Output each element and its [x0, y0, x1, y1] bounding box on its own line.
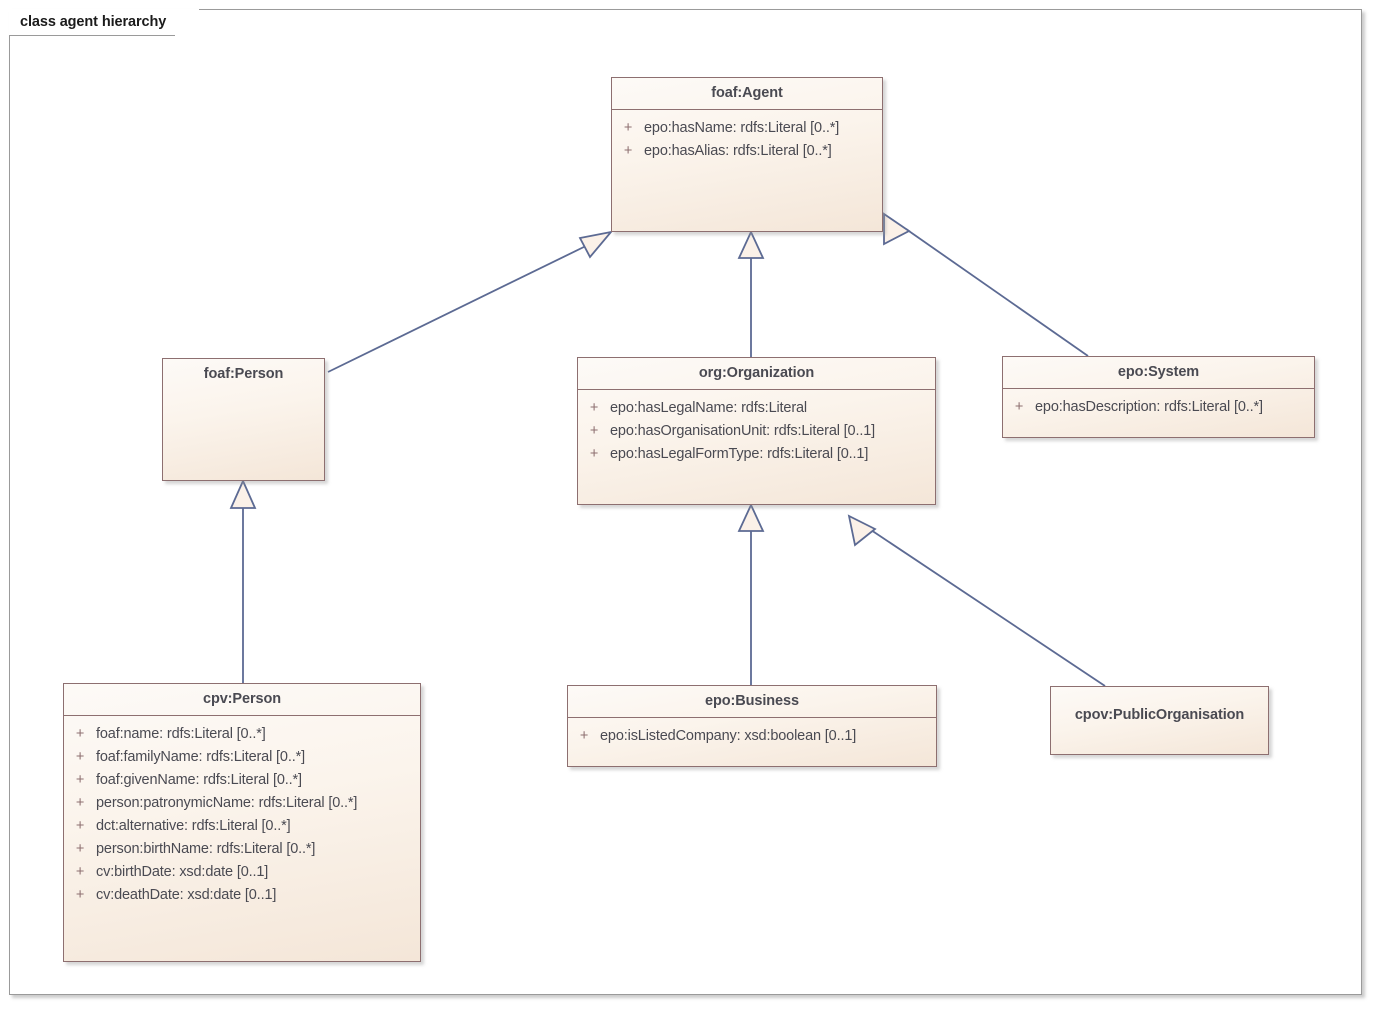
attribute-signature: epo:hasOrganisationUnit: rdfs:Literal [0…: [610, 423, 876, 439]
attribute-signature: foaf:givenName: rdfs:Literal [0..*]: [96, 772, 302, 788]
attribute-visibility: +: [75, 864, 85, 880]
attribute-signature: epo:isListedCompany: xsd:boolean [0..1]: [600, 728, 857, 744]
class-compartment-divider: [578, 389, 935, 390]
class-attributes-epo-business: + epo:isListedCompany: xsd:boolean [0..1…: [568, 718, 936, 754]
attribute-signature: cv:deathDate: xsd:date [0..1]: [96, 887, 277, 903]
class-attribute: + epo:hasName: rdfs:Literal [0..*]: [612, 117, 882, 140]
class-attribute: + foaf:givenName: rdfs:Literal [0..*]: [64, 769, 420, 792]
attribute-signature: foaf:name: rdfs:Literal [0..*]: [96, 726, 266, 742]
class-name-org-organization: org:Organization: [698, 365, 815, 381]
attribute-signature: epo:hasDescription: rdfs:Literal [0..*]: [1035, 399, 1263, 415]
class-compartment-divider: [568, 717, 936, 718]
attribute-visibility: +: [75, 818, 85, 834]
class-box-cpov-publicorganisation[interactable]: cpov:PublicOrganisation: [1050, 686, 1269, 755]
class-compartment-divider: [612, 109, 882, 110]
class-attribute: + epo:hasOrganisationUnit: rdfs:Literal …: [578, 420, 935, 443]
attribute-signature: epo:hasLegalFormType: rdfs:Literal [0..1…: [610, 446, 869, 462]
class-attribute: + epo:isListedCompany: xsd:boolean [0..1…: [568, 725, 936, 748]
class-name-epo-business: epo:Business: [705, 693, 799, 709]
attribute-visibility: +: [589, 400, 599, 416]
class-attribute: + dct:alternative: rdfs:Literal [0..*]: [64, 815, 420, 838]
class-compartment-divider: [64, 715, 420, 716]
attribute-visibility: +: [623, 143, 633, 159]
attribute-visibility: +: [75, 795, 85, 811]
attribute-signature: cv:birthDate: xsd:date [0..1]: [96, 864, 269, 880]
class-attributes-cpv-person: + foaf:name: rdfs:Literal [0..*] + foaf:…: [64, 716, 420, 913]
attribute-signature: epo:hasName: rdfs:Literal [0..*]: [644, 120, 840, 136]
diagram-title-label: class agent hierarchy: [20, 14, 167, 30]
class-attribute: + person:patronymicName: rdfs:Literal [0…: [64, 792, 420, 815]
class-name-epo-system: epo:System: [1117, 364, 1200, 380]
class-box-foaf-agent[interactable]: foaf:Agent + epo:hasName: rdfs:Literal […: [611, 77, 883, 232]
class-attribute: + cv:birthDate: xsd:date [0..1]: [64, 861, 420, 884]
attribute-signature: person:birthName: rdfs:Literal [0..*]: [96, 841, 316, 857]
class-name-foaf-agent: foaf:Agent: [711, 85, 783, 101]
class-box-foaf-person[interactable]: foaf:Person: [162, 358, 325, 481]
class-compartment-divider: [1003, 388, 1314, 389]
class-box-org-organization[interactable]: org:Organization + epo:hasLegalName: rdf…: [577, 357, 936, 505]
diagram-title-tab: class agent hierarchy: [9, 9, 200, 36]
attribute-signature: dct:alternative: rdfs:Literal [0..*]: [96, 818, 291, 834]
attribute-visibility: +: [75, 841, 85, 857]
diagram-tab-slant: [175, 9, 199, 36]
attribute-signature: person:patronymicName: rdfs:Literal [0..…: [96, 795, 358, 811]
attribute-visibility: +: [75, 749, 85, 765]
class-attribute: + person:birthName: rdfs:Literal [0..*]: [64, 838, 420, 861]
class-attributes-foaf-agent: + epo:hasName: rdfs:Literal [0..*] + epo…: [612, 110, 882, 169]
class-attributes-org-organization: + epo:hasLegalName: rdfs:Literal + epo:h…: [578, 390, 935, 472]
attribute-signature: epo:hasLegalName: rdfs:Literal: [610, 400, 808, 416]
class-attribute: + foaf:name: rdfs:Literal [0..*]: [64, 723, 420, 746]
attribute-signature: epo:hasAlias: rdfs:Literal [0..*]: [644, 143, 832, 159]
attribute-visibility: +: [589, 423, 599, 439]
class-name-foaf-person: foaf:Person: [203, 366, 284, 382]
class-attribute: + epo:hasAlias: rdfs:Literal [0..*]: [612, 140, 882, 163]
attribute-visibility: +: [75, 726, 85, 742]
class-name-cpov-publicorganisation: cpov:PublicOrganisation: [1074, 707, 1245, 723]
class-attribute: + cv:deathDate: xsd:date [0..1]: [64, 884, 420, 907]
class-box-epo-business[interactable]: epo:Business + epo:isListedCompany: xsd:…: [567, 685, 937, 767]
class-attribute: + epo:hasLegalName: rdfs:Literal: [578, 397, 935, 420]
attribute-visibility: +: [579, 728, 589, 744]
class-box-cpv-person[interactable]: cpv:Person + foaf:name: rdfs:Literal [0.…: [63, 683, 421, 962]
class-name-cpv-person: cpv:Person: [203, 691, 281, 707]
attribute-visibility: +: [1014, 399, 1024, 415]
class-box-epo-system[interactable]: epo:System + epo:hasDescription: rdfs:Li…: [1002, 356, 1315, 438]
class-attributes-epo-system: + epo:hasDescription: rdfs:Literal [0..*…: [1003, 389, 1314, 425]
attribute-visibility: +: [75, 887, 85, 903]
attribute-visibility: +: [589, 446, 599, 462]
attribute-signature: foaf:familyName: rdfs:Literal [0..*]: [96, 749, 305, 765]
class-attribute: + epo:hasLegalFormType: rdfs:Literal [0.…: [578, 443, 935, 466]
class-attribute: + foaf:familyName: rdfs:Literal [0..*]: [64, 746, 420, 769]
attribute-visibility: +: [75, 772, 85, 788]
attribute-visibility: +: [623, 120, 633, 136]
class-attribute: + epo:hasDescription: rdfs:Literal [0..*…: [1003, 396, 1314, 419]
